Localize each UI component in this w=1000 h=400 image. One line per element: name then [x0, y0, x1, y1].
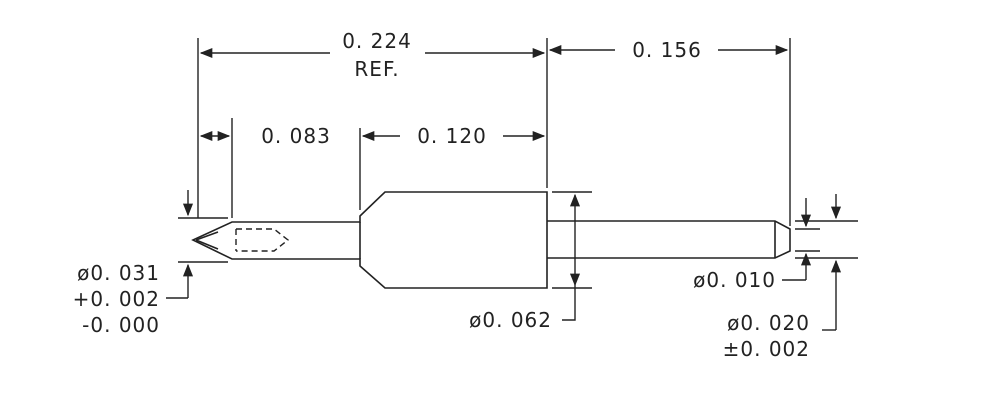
wire-extension [547, 220, 791, 259]
dim-wire-diameter: ø0. 010 [693, 268, 776, 292]
dim-overall-ref: 0. 224 [342, 29, 412, 53]
pin-tip-outline [191, 191, 548, 289]
dimension-lines [166, 44, 842, 331]
extension-lines [178, 38, 858, 289]
tip-hidden-lines [235, 228, 290, 252]
dim-tip-tol-minus: -0. 000 [82, 313, 160, 337]
pin-part [191, 191, 791, 289]
tip-point [195, 231, 219, 250]
dim-body-length: 0. 120 [417, 124, 487, 148]
dim-end-tol: ±0. 002 [723, 337, 810, 361]
dim-tip-length: 0. 083 [261, 124, 331, 148]
dim-tip-tol-plus: +0. 002 [73, 287, 160, 311]
dim-tip-diameter: ø0. 031 [77, 261, 160, 285]
dim-extension-length: 0. 156 [632, 38, 702, 62]
dimension-labels: 0. 224 REF. 0. 156 0. 083 0. 120 ø0. 031… [73, 29, 810, 361]
dim-overall-ref-note: REF. [354, 57, 399, 81]
dim-body-diameter: ø0. 062 [469, 308, 552, 332]
dim-end-diameter: ø0. 020 [727, 311, 810, 335]
